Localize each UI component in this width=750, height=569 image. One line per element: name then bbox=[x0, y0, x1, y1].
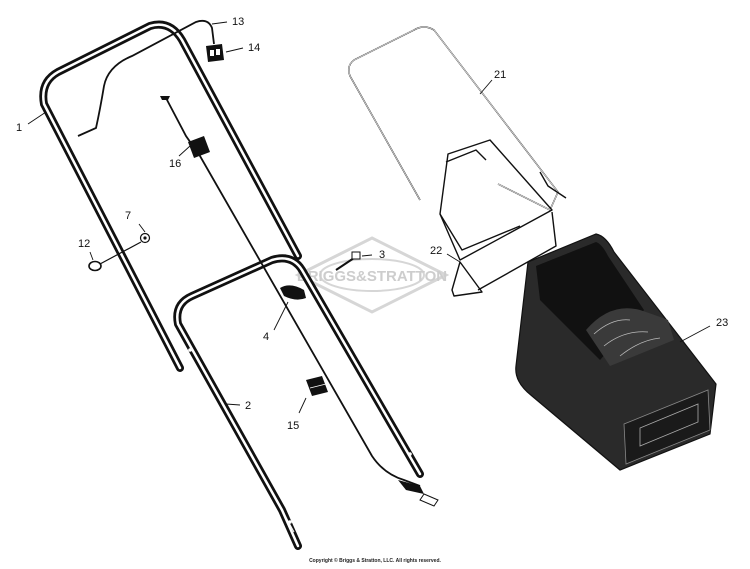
control-cable bbox=[160, 96, 439, 507]
callout-14: 14 bbox=[248, 42, 260, 54]
upper-handle bbox=[39, 20, 302, 372]
leader-lines bbox=[27, 21, 711, 414]
bag-frame-lower bbox=[439, 139, 557, 297]
callout-7: 7 bbox=[125, 210, 131, 222]
cable-tie bbox=[306, 376, 328, 396]
callout-15: 15 bbox=[287, 420, 299, 432]
callout-2: 2 bbox=[245, 400, 251, 412]
callout-16: 16 bbox=[169, 158, 181, 170]
callout-1: 1 bbox=[16, 122, 22, 134]
watermark-logo: BRIGGS&STRATTON bbox=[294, 236, 450, 314]
callout-13: 13 bbox=[232, 16, 244, 28]
lower-handle bbox=[173, 254, 424, 550]
handle-knob bbox=[139, 232, 151, 244]
bag-frame-upper bbox=[347, 26, 567, 211]
callout-4: 4 bbox=[263, 331, 269, 343]
callout-labels: 1 2 3 4 7 12 13 14 15 16 21 22 23 bbox=[16, 16, 728, 432]
grass-bag bbox=[515, 233, 717, 471]
bail-clip bbox=[206, 44, 224, 62]
callout-22: 22 bbox=[430, 245, 442, 257]
callout-3: 3 bbox=[379, 249, 385, 261]
callout-23: 23 bbox=[716, 317, 728, 329]
callout-21: 21 bbox=[494, 69, 506, 81]
callout-12: 12 bbox=[78, 238, 90, 250]
handle-knob-lower bbox=[280, 285, 306, 300]
bolt bbox=[335, 251, 361, 271]
watermark-text: BRIGGS&STRATTON bbox=[297, 268, 447, 285]
eye-bolt bbox=[88, 241, 142, 272]
copyright-notice: Copyright © Briggs & Stratton, LLC. All … bbox=[309, 558, 441, 564]
control-bail bbox=[77, 19, 215, 137]
